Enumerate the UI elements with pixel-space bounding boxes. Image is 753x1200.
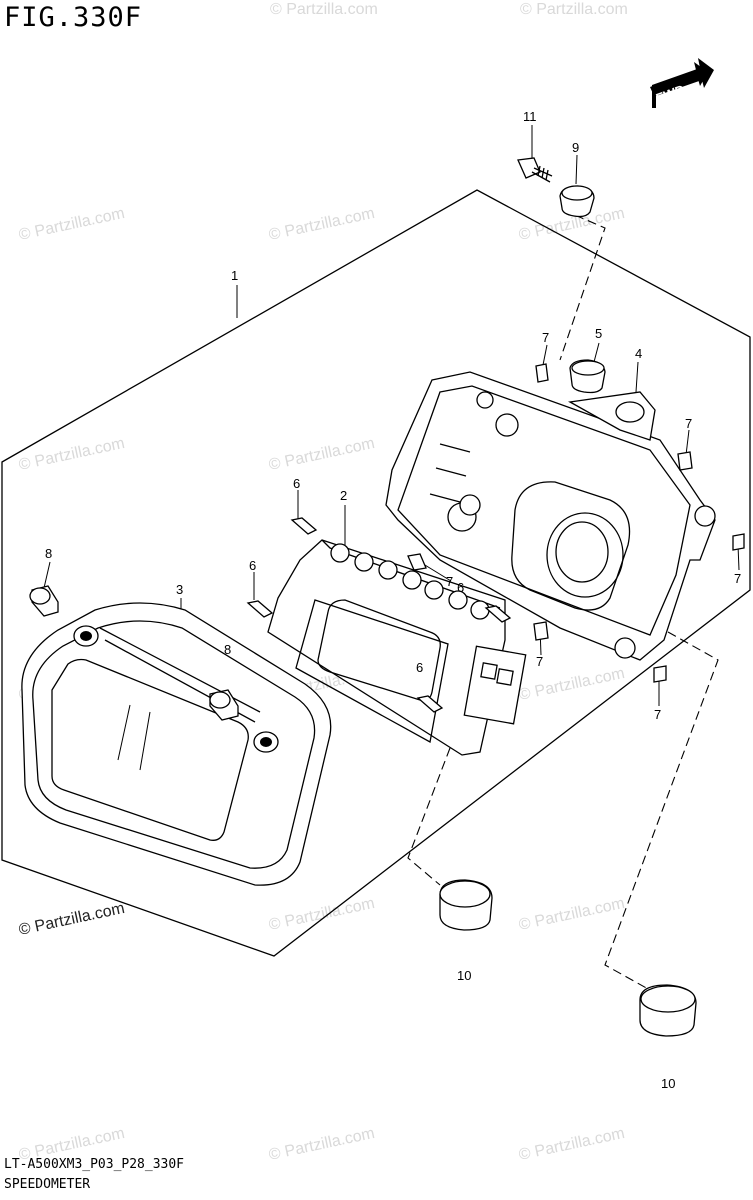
- watermark-text: © Partzilla.com: [267, 895, 376, 934]
- part-8-screw-b: [209, 689, 239, 721]
- assembly-outline: [1, 189, 751, 957]
- fwd-arrow-icon: FWD: [650, 58, 714, 108]
- part-9-grommet: [559, 185, 595, 218]
- part-10-rubber-mount-b: [639, 984, 697, 1037]
- watermark-text: © Partzilla.com: [270, 1, 378, 18]
- watermark-text: © Partzilla.com: [17, 205, 126, 244]
- part-3-front-cover: [21, 602, 332, 886]
- part-10-rubber-mount-a: [439, 879, 493, 931]
- part-4-meter-case: [385, 371, 716, 661]
- callout-5: 5: [595, 326, 602, 341]
- callout-10: 10: [457, 968, 471, 983]
- part-5-grommet: [569, 359, 606, 394]
- callout-3: 3: [176, 582, 183, 597]
- callout-6: 6: [293, 476, 300, 491]
- part-8-screw-a: [29, 585, 59, 617]
- figure-caption: SPEEDOMETER: [4, 1177, 91, 1192]
- watermark-text: © Partzilla.com: [517, 895, 626, 934]
- callout-1: 1: [231, 268, 238, 283]
- watermark-text: © Partzilla.com: [517, 1125, 626, 1164]
- callout-7: 7: [542, 330, 549, 345]
- callout-6: 6: [416, 660, 423, 675]
- callout-labels: 1 2 3 4 5 6 6 6 6 7 7 7 7 7 7 8 8 9 10 1…: [45, 109, 741, 1091]
- callout-7: 7: [536, 654, 543, 669]
- callout-2: 2: [340, 488, 347, 503]
- dash-line-9: [559, 214, 606, 361]
- callout-8: 8: [224, 642, 231, 657]
- watermark-text: © Partzilla.com: [267, 1125, 376, 1164]
- watermark-text: © Partzilla.com: [17, 435, 126, 474]
- callout-7: 7: [654, 707, 661, 722]
- callout-9: 9: [572, 140, 579, 155]
- callout-6: 6: [249, 558, 256, 573]
- callout-4: 4: [635, 346, 642, 361]
- dash-line-10a: [407, 747, 451, 886]
- callout-8: 8: [45, 546, 52, 561]
- figure-code: LT-A500XM3_P03_P28_330F: [4, 1157, 185, 1172]
- watermark-text: © Partzilla.com: [267, 435, 376, 474]
- callout-7: 7: [446, 574, 453, 589]
- partzilla-credit: © Partzilla.com: [17, 900, 126, 939]
- part-11-bolt: [517, 157, 553, 183]
- callout-7: 7: [734, 571, 741, 586]
- figure-title: FIG.330F: [4, 2, 143, 33]
- callout-10: 10: [661, 1076, 675, 1091]
- part-6-screws: [246, 517, 512, 713]
- part-2-meter-unit: [267, 539, 527, 756]
- part-7-screws: [407, 363, 745, 683]
- watermark-text: © Partzilla.com: [267, 205, 376, 244]
- callout-7: 7: [685, 416, 692, 431]
- callout-11: 11: [523, 109, 537, 124]
- watermark-text: © Partzilla.com: [520, 1, 628, 18]
- dash-line-10b: [604, 631, 719, 991]
- callout-6: 6: [457, 580, 464, 595]
